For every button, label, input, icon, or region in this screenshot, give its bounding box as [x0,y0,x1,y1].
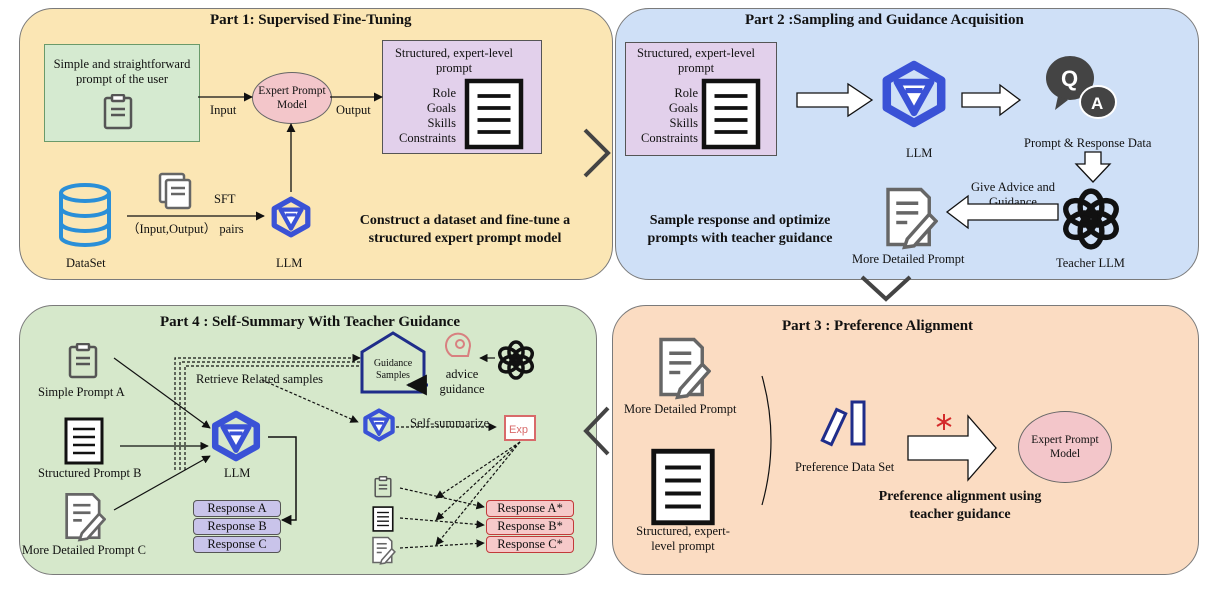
retrieve-label: Retrieve Related samples [196,372,324,386]
structured-prompt-label-part3: Structured, expert-level prompt [636,524,730,553]
database-icon [59,183,111,247]
chevron-left-icon [583,406,610,456]
qa-label: Prompt & Response Data [1024,136,1152,150]
structured-item-role-part2: Role [674,86,698,100]
structured-item-role: Role [432,86,456,100]
pairs-label: （Input,Output） pairs [127,222,244,236]
self-summarize-label: Self-summarize [410,416,490,430]
part2-title: Part 2 :Sampling and Guidance Acquisitio… [745,12,1024,28]
part2-caption: Sample response and optimize prompts wit… [647,213,833,246]
structured-doc-icon [467,81,521,147]
response-c: Response C [193,536,281,553]
detailed-prompt-icon-small [372,536,396,565]
llm-icon-part2 [887,65,941,123]
chevron-right-icon [583,128,611,178]
user-prompt-box [44,44,200,142]
response-b-star: Response B* [486,518,574,535]
detailed-prompt-icon-part4 [65,492,106,542]
part3-caption: Preference alignment using teacher guida… [878,489,1042,522]
sft-label: SFT [214,192,236,206]
chevron-down-icon [860,275,912,302]
structured-item-skills: Skills [427,116,457,130]
simple-prompt-icon-small [374,476,392,498]
output-label: Output [336,103,371,117]
structured-item-skills-part2: Skills [669,116,699,130]
detailed-prompt-icon-part2 [886,187,938,249]
copy-icon [158,172,192,210]
llm-icon-small [365,411,392,440]
input-label: Input [210,103,237,117]
svg-text:A: A [1091,94,1103,113]
dataset-label: DataSet [66,256,106,270]
expert-prompt-model-node: Expert Prompt Model [252,72,332,124]
head-gear-icon [445,332,472,357]
llm-label-part2: LLM [906,146,933,160]
detailed-prompt-label-part2: More Detailed Prompt [852,252,965,266]
prompt-a-label: Simple Prompt A [38,385,125,399]
part1-caption: Construct a dataset and fine-tune a stru… [359,213,571,246]
structured-item-goals-part2: Goals [668,101,698,115]
structured-item-goals: Goals [426,101,456,115]
teacher-llm-label: Teacher LLM [1056,256,1125,270]
detailed-prompt-label-part3: More Detailed Prompt [624,402,737,416]
svg-text:Q: Q [1061,66,1078,91]
structured-prompt-title-part2: Structured, expert-level prompt [636,46,755,75]
structured-item-constraints-part2: Constraints [641,131,698,145]
response-b: Response B [193,518,281,535]
teacher-icon-part4 [496,340,536,380]
hollow-down-arrow-icon [1074,151,1112,183]
part3-title: Part 3 : Preference Alignment [782,318,974,334]
response-a: Response A [193,500,281,517]
structured-prompt-icon-small [372,506,394,532]
bracket [761,375,772,506]
response-a-star: Response A* [486,500,574,517]
clipboard-icon [103,94,133,130]
detailed-prompt-icon-part3 [659,337,711,399]
asterisk-icon [936,414,952,430]
qa-icon: Q A [1046,56,1117,119]
llm-icon-part1 [274,199,308,235]
prompt-b-label: Structured Prompt B [38,466,142,480]
hollow-arrow-icon [796,82,874,118]
response-c-star: Response C* [486,536,574,553]
guidance-samples-icon [360,331,426,394]
llm-label-part1: LLM [276,256,303,270]
structured-prompt-title: Structured, expert-level prompt [394,46,513,75]
svg-text:Exp: Exp [509,424,528,436]
llm-label-part4: LLM [224,466,251,480]
structured-doc-icon-part2 [704,81,758,147]
expert-prompt-model-part3: Expert Prompt Model [1018,411,1112,483]
part1-title: Part 1: Supervised Fine-Tuning [210,12,412,28]
user-prompt-text: Simple and straightforward prompt of the… [53,57,191,86]
preference-data-set-label: Preference Data Set [795,460,895,474]
hollow-right-arrow-icon [907,414,997,482]
hollow-arrow-icon [961,83,1022,117]
structured-prompt-icon [64,417,104,465]
part4-title: Part 4 : Self-Summary With Teacher Guida… [160,314,460,330]
prompt-c-label: More Detailed Prompt C [22,543,146,557]
exp-icon: Exp [504,415,536,441]
guidance-samples-label: Guidance Samples [373,358,413,381]
simple-prompt-icon [68,343,98,379]
llm-icon-part4 [215,414,257,458]
teacher-llm-icon [1061,191,1120,247]
hollow-left-arrow-icon [945,194,1059,230]
structured-doc-icon-part3 [654,451,713,523]
advice-guidance-label: advice guidance [439,367,485,396]
structured-item-constraints: Constraints [399,131,456,145]
books-icon [820,400,866,447]
